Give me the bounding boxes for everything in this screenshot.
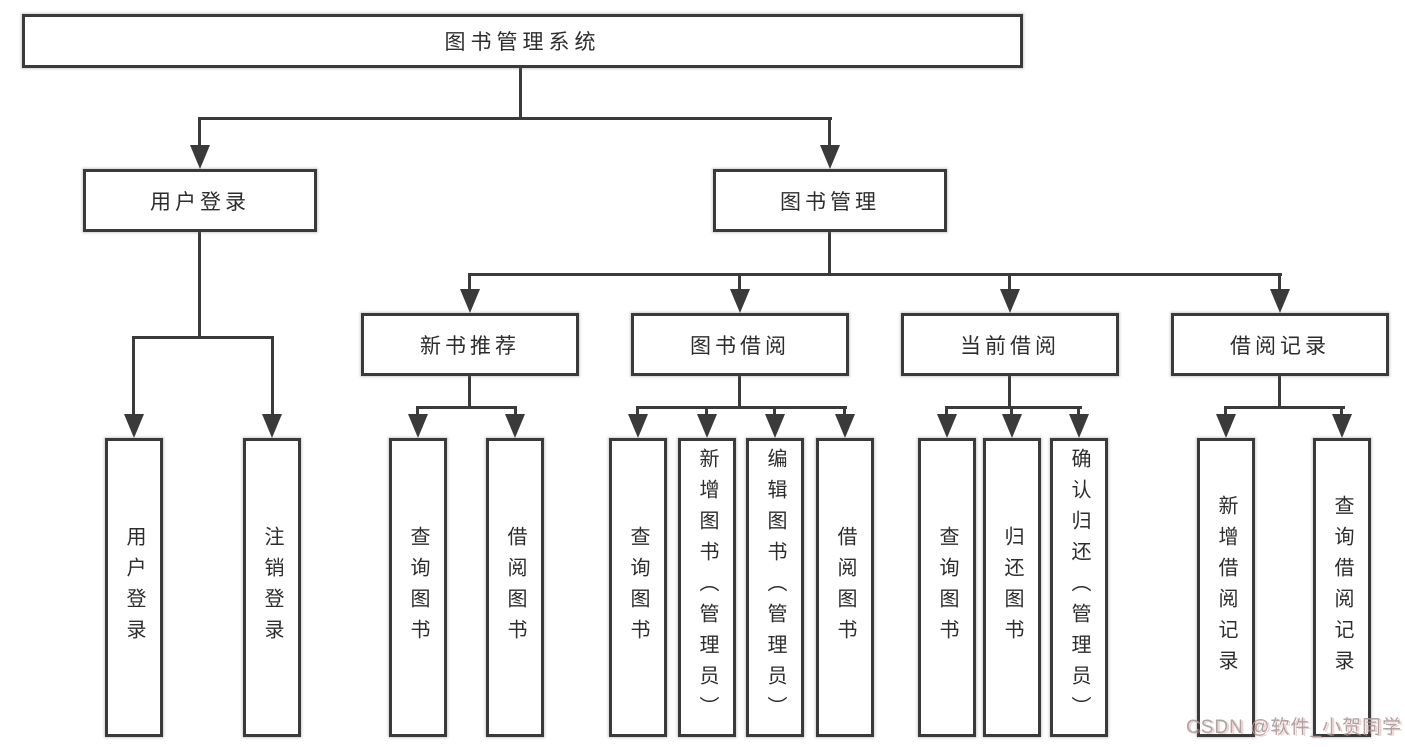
connector-line (843, 406, 846, 415)
watermark: CSDN @软件_小贺同学 (1186, 717, 1402, 738)
connector-line (519, 68, 522, 117)
node-label: 查询借阅记录 (1331, 494, 1353, 681)
connector-line (828, 117, 831, 148)
connector-line (636, 406, 639, 415)
leaf-edit-books-admin: 编辑图书（管理员） (746, 438, 804, 737)
arrow-down-icon (190, 145, 210, 169)
node-library-system: 图书管理系统 (22, 14, 1023, 68)
arrow-down-icon (460, 289, 480, 313)
connector-line (1278, 376, 1281, 406)
leaf-newbook-query-books: 查询图书 (389, 438, 447, 737)
node-label: 查询图书 (627, 525, 649, 650)
connector-line (1340, 406, 1343, 415)
node-label: 用户登录 (150, 190, 250, 214)
arrow-down-icon (765, 414, 785, 438)
connector-line (416, 406, 419, 415)
connector-line (1077, 406, 1080, 415)
arrow-down-icon (835, 414, 855, 438)
connector-line (828, 232, 831, 273)
connector-line (773, 406, 776, 415)
arrow-down-icon (1270, 289, 1290, 313)
connector-line (198, 232, 201, 336)
arrow-down-icon (1002, 414, 1022, 438)
connector-line (416, 406, 517, 409)
leaf-query-borrow-record: 查询借阅记录 (1313, 438, 1371, 737)
connector-line (738, 376, 741, 406)
node-label: 新书推荐 (420, 334, 520, 358)
leaf-borrow-query-books: 查询图书 (609, 438, 667, 737)
leaf-add-borrow-record: 新增借阅记录 (1197, 438, 1255, 737)
connector-line (945, 406, 1082, 409)
connector-line (1224, 406, 1227, 415)
arrow-down-icon (730, 289, 750, 313)
connector-line (945, 406, 948, 415)
arrow-down-icon (124, 414, 144, 438)
node-label: 编辑图书（管理员） (764, 448, 786, 727)
leaf-confirm-return-admin: 确认归还（管理员） (1050, 438, 1108, 737)
node-new-book-recommend: 新书推荐 (361, 313, 579, 376)
node-label: 注销登录 (261, 525, 283, 650)
connector-line (132, 336, 135, 414)
node-label: 借阅图书 (504, 525, 526, 650)
node-label: 用户登录 (123, 525, 145, 650)
connector-line (271, 336, 274, 414)
node-label: 图书管理系统 (444, 31, 601, 54)
node-label: 查询图书 (936, 525, 958, 650)
node-label: 图书借阅 (690, 334, 790, 358)
arrow-down-icon (505, 414, 525, 438)
connector-line (636, 406, 847, 409)
leaf-logout: 注销登录 (243, 438, 301, 737)
arrow-down-icon (1332, 414, 1352, 438)
leaf-user-login: 用户登录 (105, 438, 163, 737)
node-label: 新增借阅记录 (1215, 494, 1237, 681)
node-label: 查询图书 (407, 525, 429, 650)
connector-line (468, 273, 471, 290)
arrow-down-icon (628, 414, 648, 438)
node-book-borrow: 图书借阅 (631, 313, 849, 376)
arrow-down-icon (697, 414, 717, 438)
arrow-down-icon (937, 414, 957, 438)
node-label: 归还图书 (1001, 525, 1023, 650)
connector-line (468, 376, 471, 406)
node-current-borrow: 当前借阅 (901, 313, 1119, 376)
node-label: 当前借阅 (960, 334, 1060, 358)
leaf-current-query-books: 查询图书 (918, 438, 976, 737)
node-label: 借阅记录 (1230, 334, 1330, 358)
leaf-newbook-borrow-books: 借阅图书 (486, 438, 544, 737)
connector-line (198, 117, 201, 148)
connector-line (705, 406, 708, 415)
arrow-down-icon (1216, 414, 1236, 438)
node-borrow-record: 借阅记录 (1171, 313, 1389, 376)
node-user-login: 用户登录 (83, 169, 317, 232)
arrow-down-icon (408, 414, 428, 438)
arrow-down-icon (262, 414, 282, 438)
node-label: 新增图书（管理员） (696, 448, 718, 727)
arrow-down-icon (1069, 414, 1089, 438)
connector-line (468, 273, 1282, 276)
node-label: 确认归还（管理员） (1068, 448, 1090, 727)
leaf-add-books-admin: 新增图书（管理员） (678, 438, 736, 737)
connector-line (132, 336, 274, 339)
connector-line (514, 406, 517, 415)
leaf-borrow-books: 借阅图书 (816, 438, 874, 737)
connector-line (1008, 273, 1011, 290)
connector-line (198, 117, 832, 120)
connector-line (1224, 406, 1345, 409)
node-book-management: 图书管理 (713, 169, 947, 232)
arrow-down-icon (1000, 289, 1020, 313)
connector-line (738, 273, 741, 290)
connector-line (1278, 273, 1281, 290)
node-label: 借阅图书 (834, 525, 856, 650)
connector-line (1010, 406, 1013, 415)
leaf-return-books: 归还图书 (983, 438, 1041, 737)
node-label: 图书管理 (780, 190, 880, 214)
connector-line (1008, 376, 1011, 406)
arrow-down-icon (820, 145, 840, 169)
